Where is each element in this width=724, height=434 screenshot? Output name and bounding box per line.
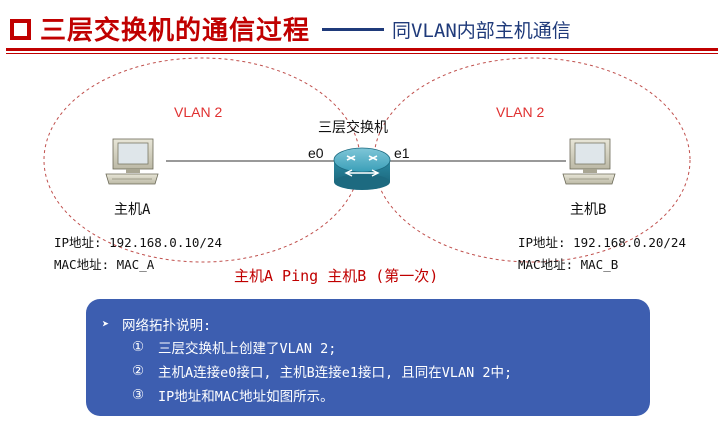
port-e0-label: e0 [308, 145, 324, 161]
host-b-mac: MAC地址: MAC_B [518, 257, 619, 272]
vlan-right-label: VLAN 2 [496, 104, 545, 120]
list-item: ② 主机A连接e0接口, 主机B连接e1接口, 且同在VLAN 2中; [102, 359, 650, 383]
list-item-number: ② [132, 363, 145, 379]
vlan-right-area [373, 57, 691, 263]
switch-label: 三层交换机 [318, 120, 388, 136]
vlan-left-label: VLAN 2 [174, 104, 223, 120]
title-rule-thin [6, 53, 718, 54]
page-title: 三层交换机的通信过程 [40, 16, 311, 46]
host-b-ip: IP地址: 192.168.0.20/24 [518, 235, 686, 250]
host-a-name: 主机A [114, 202, 151, 218]
title-dash [322, 28, 384, 31]
ping-caption: 主机A Ping 主机B (第一次) [234, 267, 439, 285]
list-item-text: IP地址和MAC地址如图所示。 [158, 389, 334, 405]
page-subtitle: 同VLAN内部主机通信 [392, 20, 571, 42]
title-rule [6, 48, 718, 51]
note-list: ① 三层交换机上创建了VLAN 2; ② 主机A连接e0接口, 主机B连接e1接… [102, 335, 650, 407]
note-heading-text: 网络拓扑说明: [122, 318, 212, 334]
list-item-number: ③ [132, 387, 145, 403]
host-b-name: 主机B [570, 202, 607, 218]
note-heading: ➤ 网络拓扑说明: [102, 313, 650, 335]
title-bar: 三层交换机的通信过程 同VLAN内部主机通信 [0, 0, 724, 58]
arrow-bullet-icon: ➤ [102, 317, 110, 331]
list-item-number: ① [132, 339, 145, 355]
list-item-text: 三层交换机上创建了VLAN 2; [158, 341, 337, 357]
pc-a-icon [105, 138, 159, 185]
list-item-text: 主机A连接e0接口, 主机B连接e1接口, 且同在VLAN 2中; [158, 365, 513, 381]
list-item: ① 三层交换机上创建了VLAN 2; [102, 335, 650, 359]
title-square-icon [10, 19, 31, 40]
list-item: ③ IP地址和MAC地址如图所示。 [102, 383, 650, 407]
host-a-ip: IP地址: 192.168.0.10/24 [54, 235, 222, 250]
layer3-switch-icon [333, 147, 391, 190]
port-e1-label: e1 [394, 145, 410, 161]
topology-note-box: ➤ 网络拓扑说明: ① 三层交换机上创建了VLAN 2; ② 主机A连接e0接口… [86, 299, 650, 416]
pc-b-icon [562, 138, 616, 185]
host-a-mac: MAC地址: MAC_A [54, 257, 155, 272]
